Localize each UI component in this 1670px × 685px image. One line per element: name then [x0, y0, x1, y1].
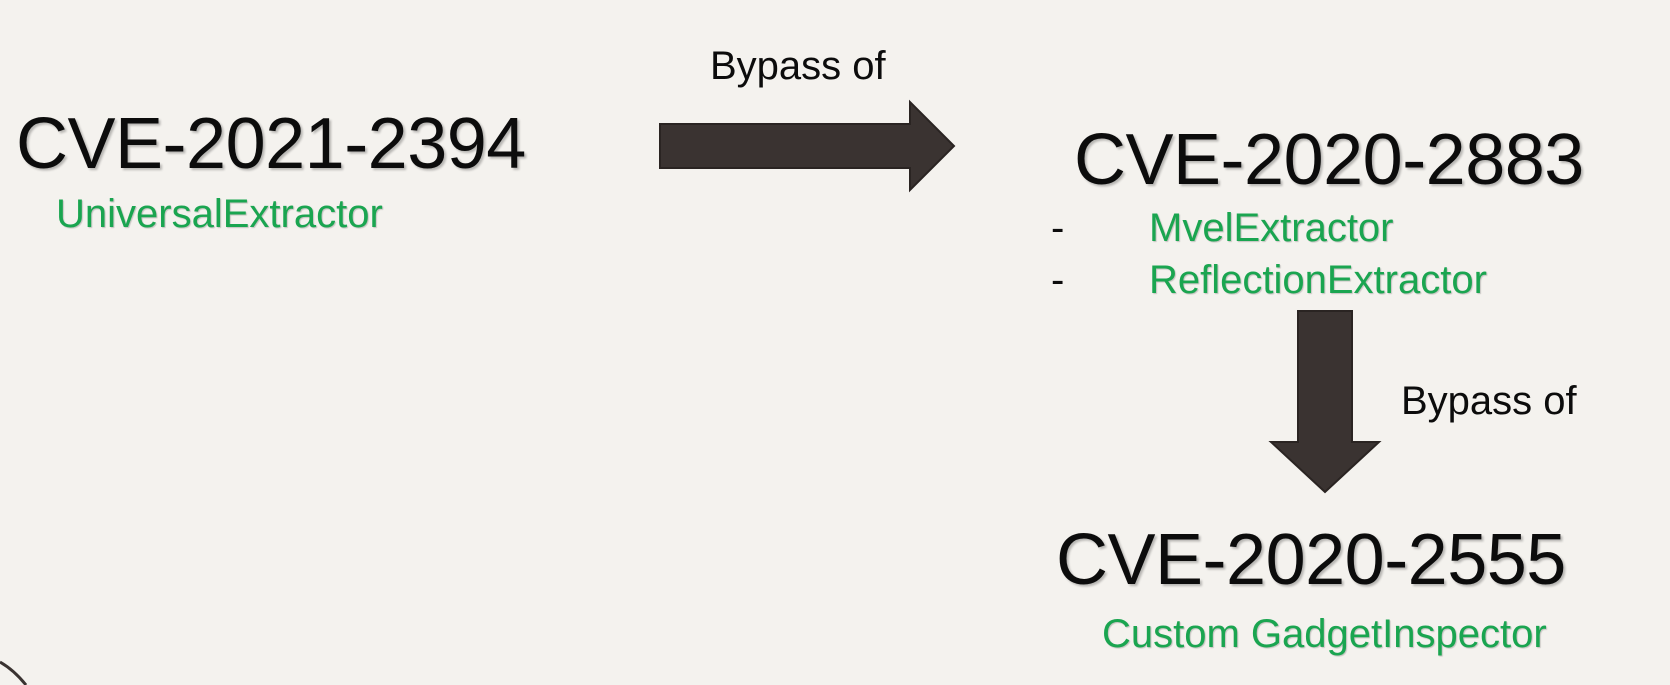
- custom-gadget-inspector-label: Custom GadgetInspector: [1102, 612, 1547, 656]
- mvel-extractor-label: MvelExtractor: [1149, 206, 1394, 250]
- right-arrow-shape: [659, 99, 956, 193]
- universal-extractor-label: UniversalExtractor: [56, 192, 383, 236]
- reflection-extractor-label: ReflectionExtractor: [1149, 258, 1487, 302]
- bullet-dash-2: -: [1051, 258, 1065, 302]
- bypass-of-label-right: Bypass of: [710, 44, 886, 88]
- cve-2021-2394-title: CVE-2021-2394: [16, 104, 526, 184]
- right-arrow-icon: [659, 99, 956, 193]
- cve-2020-2555-title: CVE-2020-2555: [1056, 520, 1566, 600]
- down-arrow-icon: [1268, 310, 1382, 494]
- bullet-dash-1: -: [1051, 206, 1065, 250]
- bypass-of-label-down: Bypass of: [1401, 379, 1577, 423]
- corner-decoration: [0, 660, 28, 685]
- cve-2020-2883-title: CVE-2020-2883: [1074, 120, 1584, 200]
- down-arrow-shape: [1268, 310, 1382, 494]
